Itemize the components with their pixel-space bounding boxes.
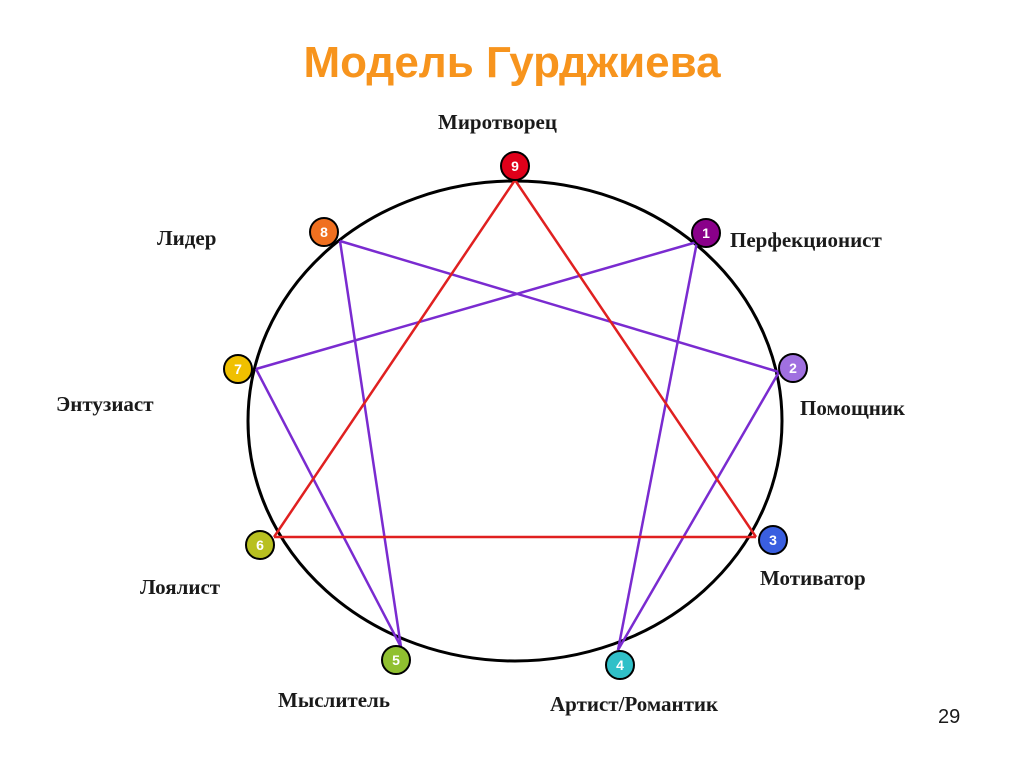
type-label-1: Перфекционист	[730, 228, 882, 252]
type-label-3: Мотиватор	[760, 566, 866, 590]
type-label-8: Лидер	[157, 226, 217, 250]
point-circle-6	[245, 530, 275, 560]
connection-lines	[254, 179, 781, 651]
point-circle-4	[605, 650, 635, 680]
point-marker-4: 4	[605, 650, 635, 680]
triangle-line-6-9	[272, 179, 517, 538]
type-label-7: Энтузиаст	[56, 392, 154, 416]
type-label-9: Миротворец	[438, 110, 557, 134]
triangle-line-9-3	[513, 179, 758, 538]
enneagram-circle	[246, 179, 784, 663]
point-marker-5: 5	[381, 645, 411, 675]
point-number-1: 1	[702, 225, 710, 241]
hexad-line-4-2	[616, 371, 781, 651]
point-circle-3	[758, 525, 788, 555]
hexad-line-8-5	[338, 240, 403, 648]
type-label-2: Помощник	[800, 396, 905, 420]
point-circle-8	[309, 217, 339, 247]
hexad-line-7-1	[255, 240, 698, 371]
point-circle-2	[778, 353, 808, 383]
point-marker-9: 9	[500, 151, 530, 181]
point-number-7: 7	[234, 361, 242, 377]
point-marker-6: 6	[245, 530, 275, 560]
slide-title: Модель Гурджиева	[303, 38, 721, 87]
point-circle-9	[500, 151, 530, 181]
page-number: 29	[938, 706, 961, 728]
point-number-5: 5	[392, 652, 400, 668]
point-number-6: 6	[256, 537, 264, 553]
point-marker-1: 1	[691, 218, 721, 248]
point-marker-8: 8	[309, 217, 339, 247]
point-circle-7	[223, 354, 253, 384]
hexad-line-1-4	[616, 241, 699, 651]
point-circle-5	[381, 645, 411, 675]
type-label-5: Мыслитель	[278, 688, 390, 712]
hexad-line-5-7	[254, 368, 403, 648]
type-label-6: Лоялист	[140, 575, 221, 599]
point-markers: 9 1 2 3 4 5 6 7 8	[223, 151, 808, 680]
point-number-4: 4	[616, 657, 624, 673]
type-label-4: Артист/Романтик	[550, 692, 719, 716]
point-marker-2: 2	[778, 353, 808, 383]
hexad-line-2-8	[339, 239, 780, 374]
point-circle-1	[691, 218, 721, 248]
point-marker-3: 3	[758, 525, 788, 555]
point-number-2: 2	[789, 360, 797, 376]
point-number-9: 9	[511, 158, 519, 174]
point-marker-7: 7	[223, 354, 253, 384]
point-number-8: 8	[320, 224, 328, 240]
point-number-3: 3	[769, 532, 777, 548]
